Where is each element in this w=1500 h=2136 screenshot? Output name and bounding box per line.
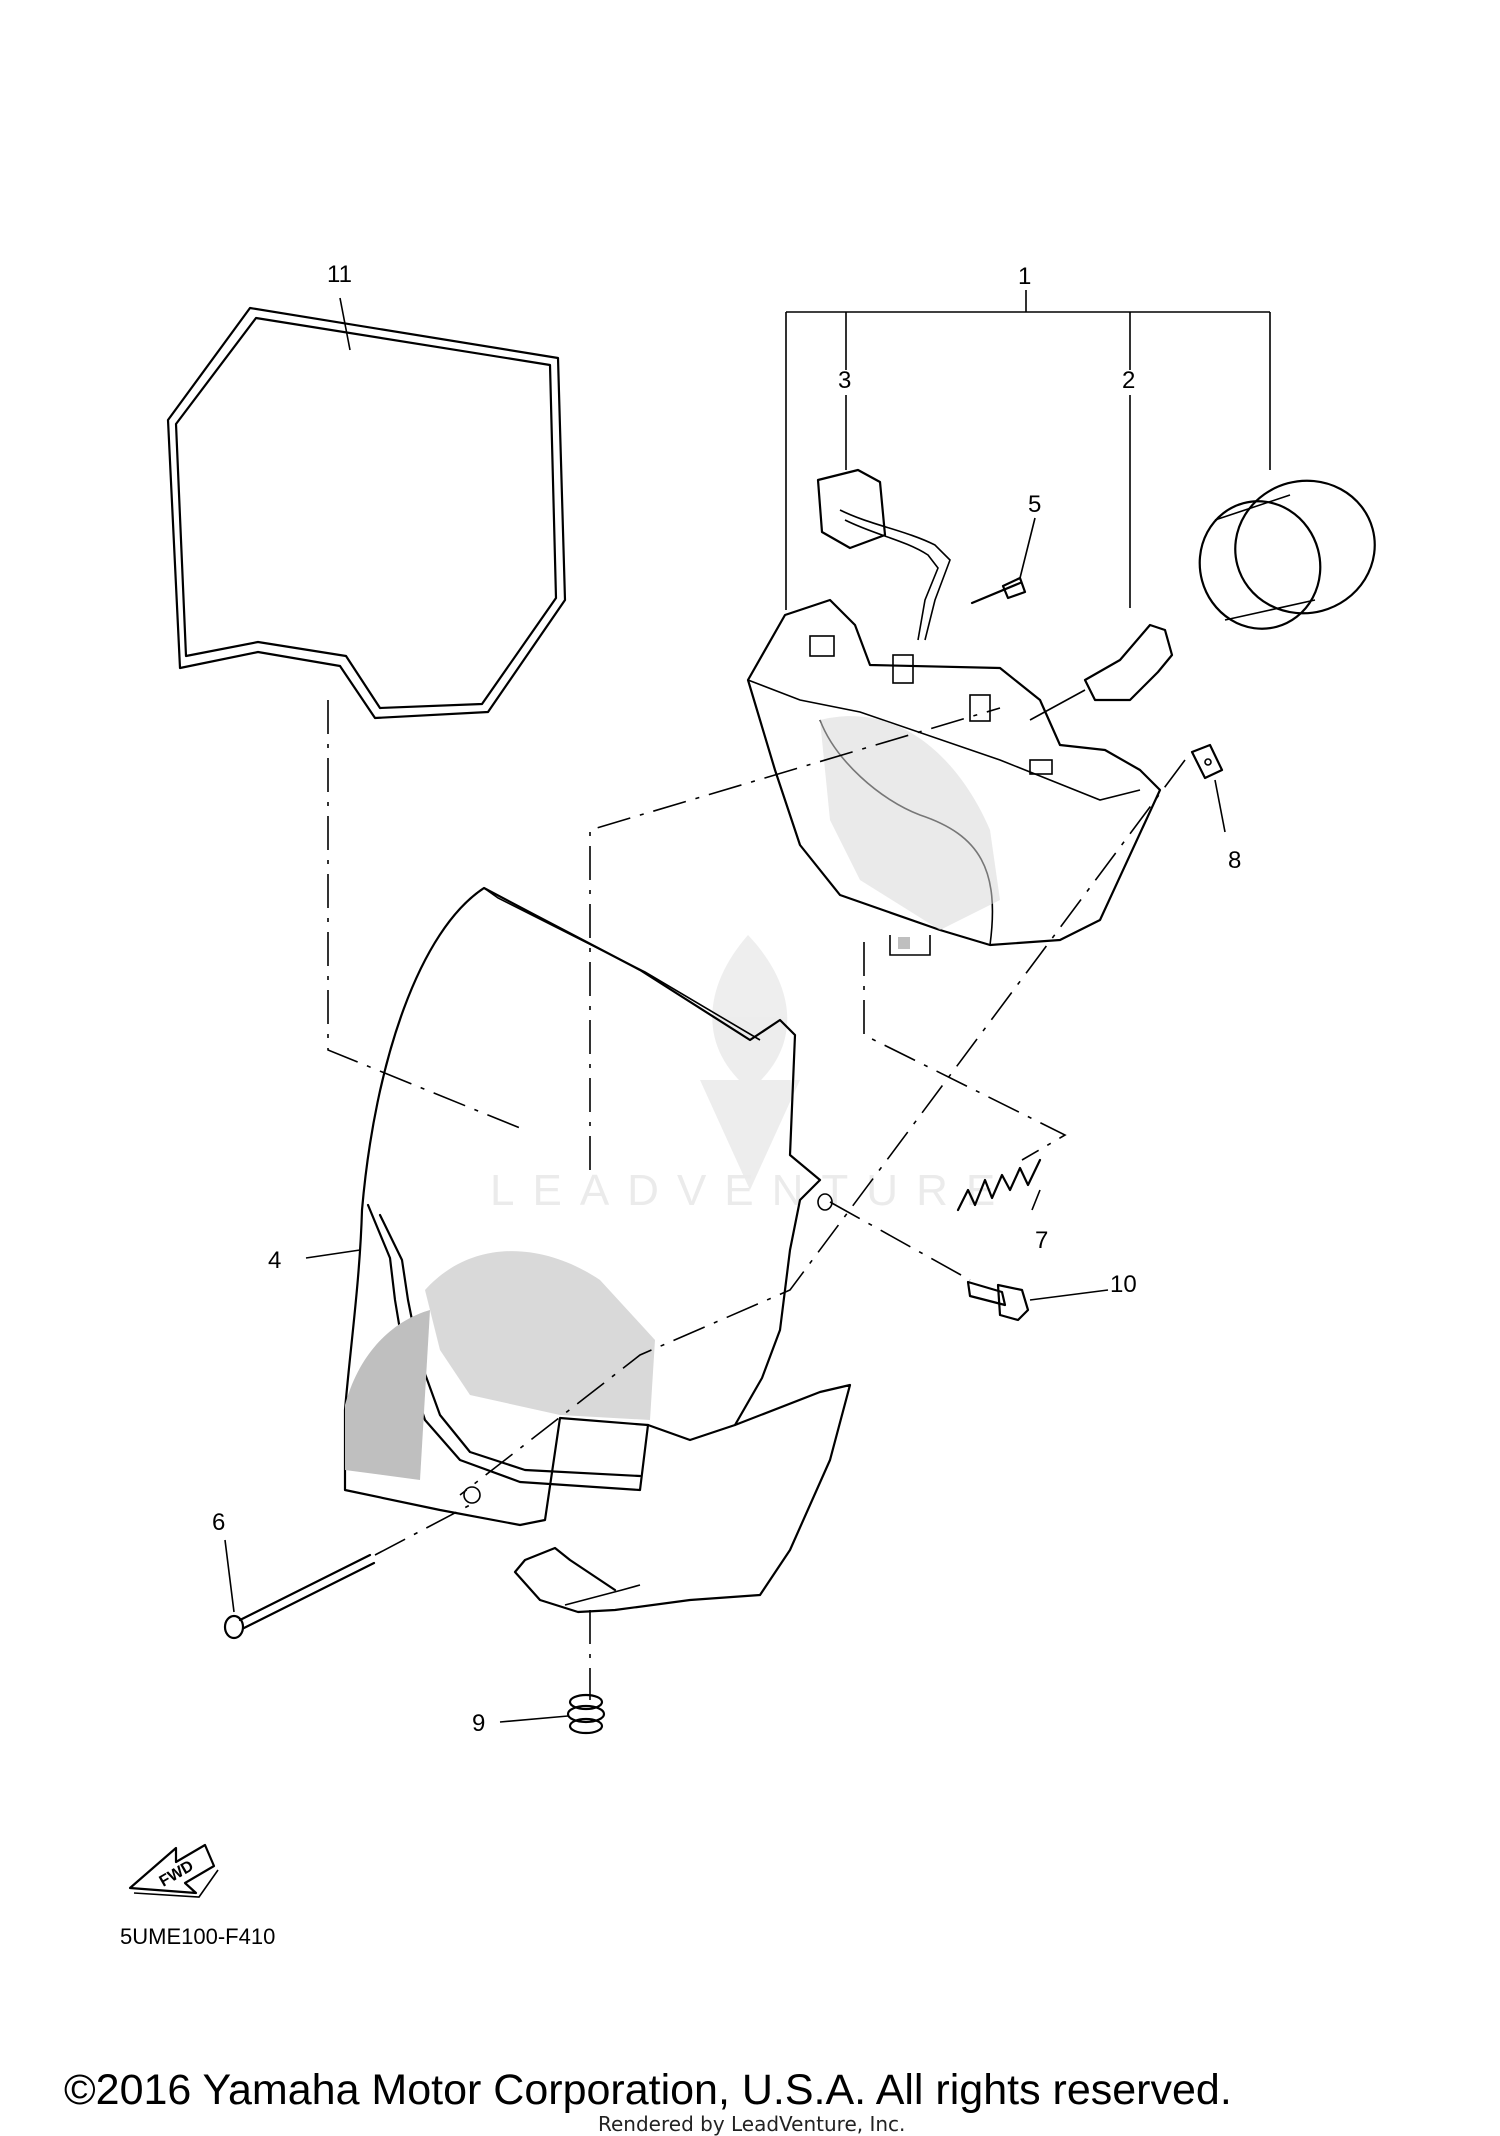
part-11-seal [166,306,567,720]
callout-7: 7 [1035,1227,1048,1254]
diagram-code: 5UME100-F410 [120,1924,276,1949]
callout-3: 3 [838,367,851,394]
callout-labels: 11 1 3 2 5 8 4 7 10 6 9 [212,261,1241,1737]
callout-5: 5 [1028,491,1041,518]
part-3-socket-wiring [816,468,951,641]
leader-lines [224,290,1271,1723]
part-6-long-bolt [223,1553,376,1640]
assembly-lines [327,700,1186,1700]
copyright-text: ©2016 Yamaha Motor Corporation, U.S.A. A… [64,2066,1232,2114]
rendered-by-text: Rendered by LeadVenture, Inc. [598,2112,906,2136]
callout-2: 2 [1122,367,1135,394]
part-9-grommet [566,1693,606,1735]
part-5-screw [970,576,1027,605]
callout-11: 11 [327,261,352,288]
part-8-nut [1190,743,1224,780]
part-1-bulb-cover [1198,479,1376,630]
callout-4: 4 [268,1247,281,1274]
callout-8: 8 [1228,847,1241,874]
part-7-spring [956,1158,1042,1212]
watermark-logo: LEADVENTURE [490,935,1013,1215]
callout-9: 9 [472,1710,485,1737]
headlight-unit [746,598,1162,956]
fwd-arrow-icon: FWD [128,1843,219,1898]
watermark-text: LEADVENTURE [490,1166,1013,1215]
callout-1: 1 [1018,263,1031,290]
part-2-bulb [1029,623,1174,721]
part-4-headlight-cowl [343,886,852,1614]
callout-6: 6 [212,1509,225,1536]
callout-10: 10 [1110,1271,1137,1298]
part-10-bolt [966,1280,1030,1322]
